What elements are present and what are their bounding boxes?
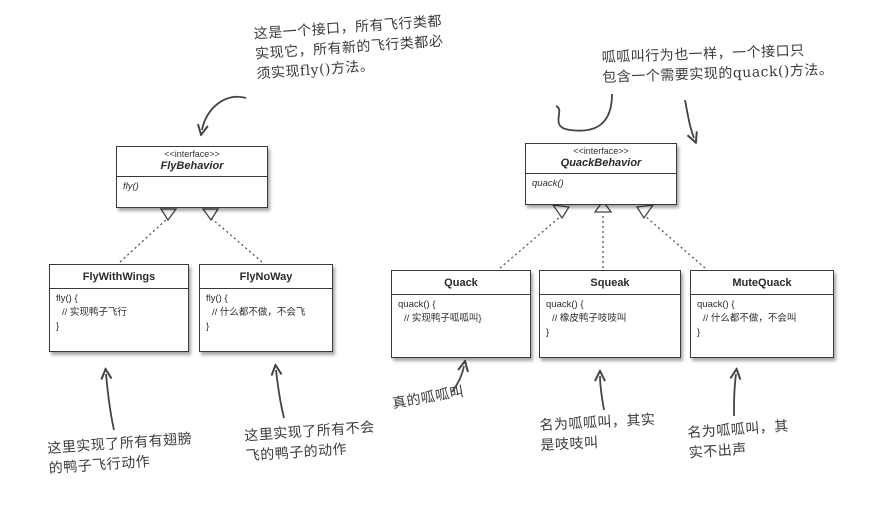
flybehavior-header: <<interface>> FlyBehavior: [117, 147, 267, 177]
pointer-arrow-fly-interface: [202, 95, 247, 130]
mutequack-line-2: // 什么都不做，不会叫: [703, 313, 797, 324]
quackbehavior-stereotype: <<interface>>: [573, 146, 629, 156]
squeak-line-1: quack() {: [546, 299, 584, 310]
flynoway-line-2: // 什么都不做，不会飞: [212, 307, 306, 318]
pointer-arrow-squeak: [600, 376, 604, 411]
connector-flynoway: [210, 217, 263, 263]
flynoway-line-3: }: [206, 321, 210, 332]
quack-name: Quack: [444, 277, 478, 289]
pointer-arrow-flywithwings: [106, 374, 115, 431]
flywithwings-line-1: fly() {: [56, 293, 78, 304]
flywithwings-class-box: FlyWithWings fly() { // 实现鸭子飞行 }: [49, 264, 189, 352]
mutequack-name: MuteQuack: [732, 277, 792, 289]
realization-arrowhead-squeak: [593, 199, 613, 213]
realization-arrowhead-flywithwings: [159, 208, 178, 222]
quack-line-1: quack() {: [398, 299, 436, 310]
quackbehavior-interface-box: <<interface>> QuackBehavior quack(): [525, 143, 677, 205]
flynoway-line-1: fly() {: [206, 293, 228, 304]
mutequack-body: quack() { // 什么都不做，不会叫 }: [691, 295, 833, 343]
flybehavior-interface-box: <<interface>> FlyBehavior fly(): [116, 146, 268, 208]
mutequack-header: MuteQuack: [691, 271, 833, 295]
note-mutequack: 名为呱呱叫，其 实不出声: [686, 418, 790, 462]
flywithwings-header: FlyWithWings: [50, 265, 188, 289]
quack-line-2: // 实现鸭子呱呱叫}: [404, 313, 482, 324]
pointer-arrow-mutequack: [734, 374, 736, 417]
quack-header: Quack: [392, 271, 530, 295]
connector-mutequack: [644, 215, 706, 269]
pointer-arrow-quack-interface-head: [684, 99, 694, 138]
connector-flywithwings: [119, 217, 169, 263]
flywithwings-body: fly() { // 实现鸭子飞行 }: [50, 289, 188, 337]
note-quack-interface: 呱呱叫行为也一样，一个接口只 包含一个需要实现的quack()方法。: [601, 42, 834, 87]
quackbehavior-header: <<interface>> QuackBehavior: [526, 144, 676, 174]
quack-body: quack() { // 实现鸭子呱呱叫}: [392, 295, 530, 329]
pointer-arrow-quack-interface-tip: [562, 120, 598, 143]
squeak-header: Squeak: [540, 271, 680, 295]
pointer-arrow-quack: [451, 366, 464, 393]
flynoway-name: FlyNoWay: [239, 271, 293, 283]
pointer-arrow-flynoway: [276, 370, 285, 419]
quackbehavior-name: QuackBehavior: [560, 157, 642, 169]
mutequack-class-box: MuteQuack quack() { // 什么都不做，不会叫 }: [690, 270, 834, 358]
flybehavior-method: fly(): [123, 181, 139, 192]
squeak-class-box: Squeak quack() { // 橡皮鸭子吱吱叫 }: [539, 270, 681, 358]
flywithwings-line-2: // 实现鸭子飞行: [62, 307, 127, 318]
flybehavior-stereotype: <<interface>>: [164, 149, 220, 159]
quackbehavior-method: quack(): [532, 178, 564, 189]
squeak-body: quack() { // 橡皮鸭子吱吱叫 }: [540, 295, 680, 343]
flywithwings-line-3: }: [56, 321, 60, 332]
note-squeak: 名为呱呱叫，其实 是吱吱叫: [539, 411, 656, 455]
flynoway-header: FlyNoWay: [200, 265, 332, 289]
pointer-arrow-quack-interface: [555, 93, 613, 132]
connector-quack: [499, 215, 562, 269]
squeak-line-3: }: [546, 327, 550, 338]
flynoway-class-box: FlyNoWay fly() { // 什么都不做，不会飞 }: [199, 264, 333, 352]
quack-class-box: Quack quack() { // 实现鸭子呱呱叫}: [391, 270, 531, 358]
realization-arrowhead-flynoway: [201, 208, 220, 222]
squeak-name: Squeak: [590, 277, 630, 289]
mutequack-line-1: quack() {: [697, 299, 735, 310]
flynoway-body: fly() { // 什么都不做，不会飞 }: [200, 289, 332, 337]
realization-arrowhead-mutequack: [635, 204, 655, 220]
squeak-line-2: // 橡皮鸭子吱吱叫: [552, 313, 627, 324]
realization-arrowhead-quack: [551, 204, 571, 220]
flybehavior-name: FlyBehavior: [160, 160, 224, 172]
mutequack-line-3: }: [697, 327, 701, 338]
flywithwings-name: FlyWithWings: [82, 271, 156, 283]
